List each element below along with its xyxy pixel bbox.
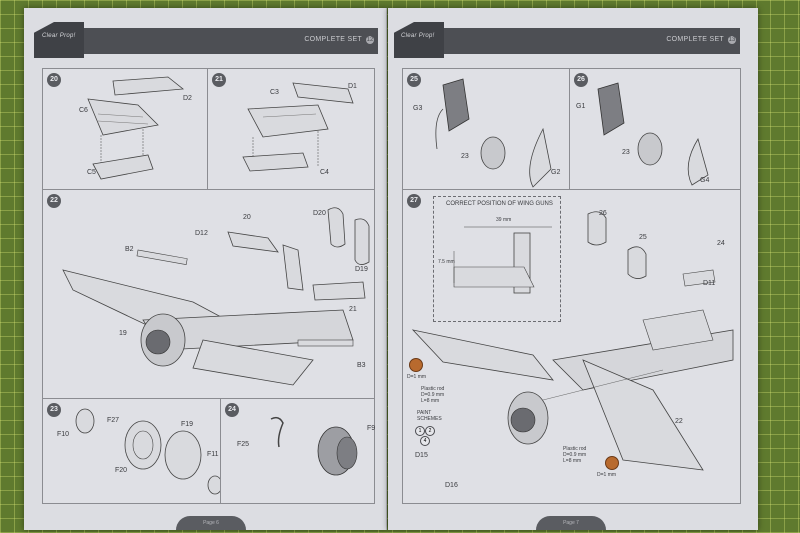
plastic-rod-note: Plastic rod D=0.9 mm L=8 mm — [421, 386, 445, 404]
step-20-panel: 20 D2 C6 C5 — [42, 68, 210, 192]
part-label: 21 — [349, 306, 357, 313]
part-label: C5 — [87, 169, 96, 176]
left-page: Clear Prop! COMPLETE SET 12 20 D2 C6 C5 … — [24, 8, 387, 530]
drill-note: D=1 mm — [597, 472, 617, 478]
part-label: 19 — [119, 330, 127, 337]
part-label: F11 — [207, 451, 219, 458]
step-23-panel: 23 F27 F10 F19 F20 F11 — [42, 398, 223, 504]
header-bar — [426, 28, 740, 54]
scheme-badge: 4 — [420, 436, 430, 446]
part-label: F9 — [367, 425, 376, 432]
part-label: F25 — [237, 441, 250, 448]
step-25-panel: 25 G3 23 G2 — [402, 68, 572, 192]
page-number: 12 — [366, 36, 374, 44]
step-number: 27 — [407, 194, 421, 208]
part-label: 23 — [461, 153, 469, 160]
step-number: 20 — [47, 73, 61, 87]
step-21-panel: 21 C3 D1 C4 — [207, 68, 375, 192]
plastic-rod-note: Plastic rod D=0.9 mm L=8 mm — [563, 446, 587, 464]
wheel-assembly-drawing — [75, 408, 222, 495]
dimension-label: 39 mm — [496, 217, 512, 223]
part-label: C4 — [320, 169, 329, 176]
tire-assembly-drawing — [270, 416, 358, 476]
scheme-badge: 2 — [425, 426, 435, 436]
part-label: D1 — [348, 83, 357, 90]
part-label: 24 — [717, 240, 725, 247]
step-number: 25 — [407, 73, 421, 87]
inset-title: CORRECT POSITION OF WING GUNS — [446, 201, 553, 207]
part-label: D12 — [195, 230, 208, 237]
part-label: D16 — [445, 482, 458, 489]
drill-note: D=1 mm — [407, 374, 427, 380]
part-label: C3 — [270, 89, 279, 96]
brand-logo: Clear Prop! — [42, 33, 76, 39]
part-label: D19 — [355, 266, 368, 273]
logo-tab — [394, 22, 444, 58]
step-24-panel: 24 F9 F25 — [220, 398, 375, 504]
part-label: F20 — [115, 467, 128, 474]
part-label: 23 — [622, 149, 630, 156]
part-label: 20 — [243, 214, 251, 221]
step-number: 22 — [47, 194, 61, 208]
part-label: G2 — [551, 169, 561, 176]
step-27-panel: 27 CORRECT POSITION OF WING GUNS 39 mm 7… — [402, 189, 741, 504]
paint-marker — [409, 358, 423, 372]
landing-gear-drawing — [597, 82, 709, 186]
part-label: D15 — [415, 452, 428, 459]
part-label: G3 — [413, 105, 423, 112]
paint-schemes-label: PAINT SCHEMES — [417, 410, 442, 422]
page-footer: Page 6 — [176, 516, 246, 530]
right-page: Clear Prop! COMPLETE SET 13 25 G3 23 G2 … — [388, 8, 758, 530]
step-number: 24 — [225, 403, 239, 417]
part-label: D2 — [183, 95, 192, 102]
part-label: G4 — [700, 177, 710, 184]
part-label: D11 — [703, 280, 716, 287]
part-label: 26 — [599, 210, 607, 217]
step-number: 21 — [212, 73, 226, 87]
brand-logo: Clear Prop! — [401, 33, 435, 39]
dimension-label: 7.5 mm — [438, 259, 455, 265]
tail-plane-drawing — [87, 76, 185, 180]
tail-plane-drawing — [242, 82, 354, 172]
part-label: B3 — [357, 362, 366, 369]
page-footer: Page 7 — [536, 516, 606, 530]
wing-gun-diagram — [453, 226, 552, 294]
part-label: G1 — [576, 103, 586, 110]
part-label: F10 — [57, 431, 70, 438]
part-label: C6 — [79, 107, 88, 114]
set-title: COMPLETE SET — [304, 36, 362, 43]
part-label: F27 — [107, 417, 120, 424]
set-title: COMPLETE SET — [666, 36, 724, 43]
step-26-panel: 26 G1 23 G4 — [569, 68, 741, 192]
aircraft-final-assembly-drawing — [411, 211, 734, 471]
part-label: 22 — [675, 418, 683, 425]
step-number: 26 — [574, 73, 588, 87]
step-number: 23 — [47, 403, 61, 417]
page-number: 13 — [728, 36, 736, 44]
part-label: F19 — [181, 421, 194, 428]
part-label: B2 — [125, 246, 134, 253]
scheme-badge: 1 — [415, 426, 425, 436]
header-bar — [68, 28, 378, 54]
wing-guns-inset: CORRECT POSITION OF WING GUNS 39 mm 7.5 … — [433, 196, 561, 322]
paint-marker — [605, 456, 619, 470]
logo-tab — [34, 22, 84, 58]
part-label: D20 — [313, 210, 326, 217]
part-label: 25 — [639, 234, 647, 241]
step-22-panel: 22 D12 20 D20 B2 D19 21 19 B3 — [42, 189, 375, 401]
landing-gear-drawing — [435, 78, 552, 188]
aircraft-assembly-drawing — [62, 207, 370, 386]
